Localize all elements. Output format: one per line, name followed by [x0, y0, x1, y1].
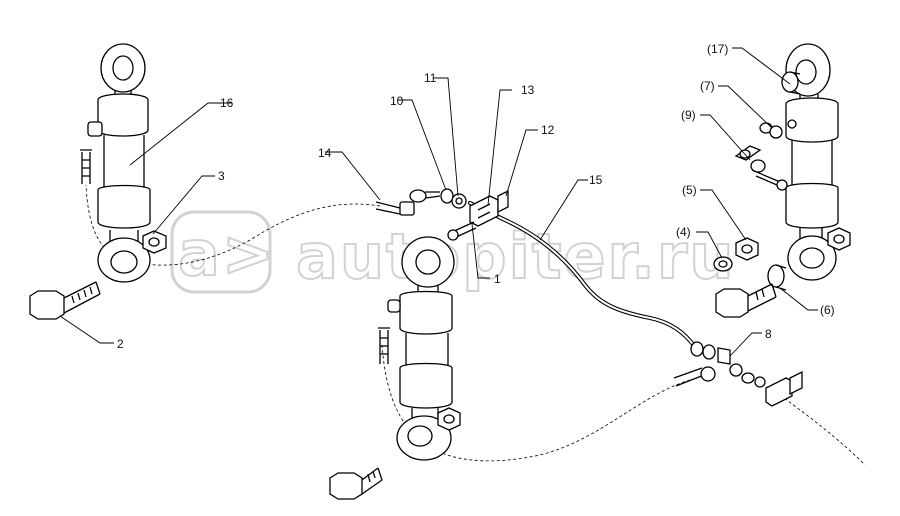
watermark-logo-text: a>	[178, 217, 276, 290]
callout-labels: 16 3 2 14 10 11 13 12 15 1 8 (17) (7) (9…	[117, 42, 835, 351]
cylinder-center	[378, 236, 455, 461]
fitting-10-11	[440, 188, 467, 209]
callout-12: 12	[541, 123, 555, 137]
bushing-17	[781, 71, 801, 95]
callout-1: 1	[494, 272, 501, 286]
callout-16: 16	[220, 96, 234, 110]
fitting-9	[734, 145, 788, 191]
fitting-14	[375, 189, 441, 216]
callout-14: 14	[318, 146, 332, 160]
bolt-right	[715, 283, 777, 318]
watermark-logo-frame	[170, 210, 272, 294]
nut-5	[735, 237, 759, 261]
callout-10: 10	[390, 94, 404, 108]
callout-9: (9)	[681, 108, 696, 122]
callout-17: (17)	[707, 42, 728, 56]
fitting-7	[759, 122, 783, 139]
hose-right	[779, 394, 866, 466]
callout-13: 13	[521, 83, 535, 97]
callout-5: (5)	[682, 183, 697, 197]
nut-center	[437, 407, 461, 431]
bolt-center	[329, 467, 383, 500]
plate-12	[497, 189, 509, 214]
nut-3	[142, 230, 167, 254]
callout-6: (6)	[820, 303, 835, 317]
callout-3: 3	[218, 169, 225, 183]
callout-8: 8	[765, 327, 772, 341]
pipe-15	[467, 200, 698, 350]
callout-7: (7)	[700, 79, 715, 93]
callout-15: 15	[589, 173, 603, 187]
callout-4: (4)	[676, 225, 691, 239]
callout-2: 2	[117, 337, 124, 351]
bracket-13	[469, 195, 499, 227]
nut-right	[827, 227, 851, 251]
leader-lines	[59, 47, 818, 357]
cylinder-left	[80, 43, 151, 283]
hose-left	[85, 184, 381, 266]
fitting-8	[673, 341, 803, 407]
watermark-text: autopiter.ru	[296, 220, 736, 293]
watermark: a> autopiter.ru	[170, 210, 736, 294]
hose-bottom	[381, 344, 691, 462]
washer-4	[713, 256, 733, 272]
bushing-6	[767, 264, 787, 291]
callout-11: 11	[424, 71, 437, 85]
bolt-2	[29, 281, 101, 320]
